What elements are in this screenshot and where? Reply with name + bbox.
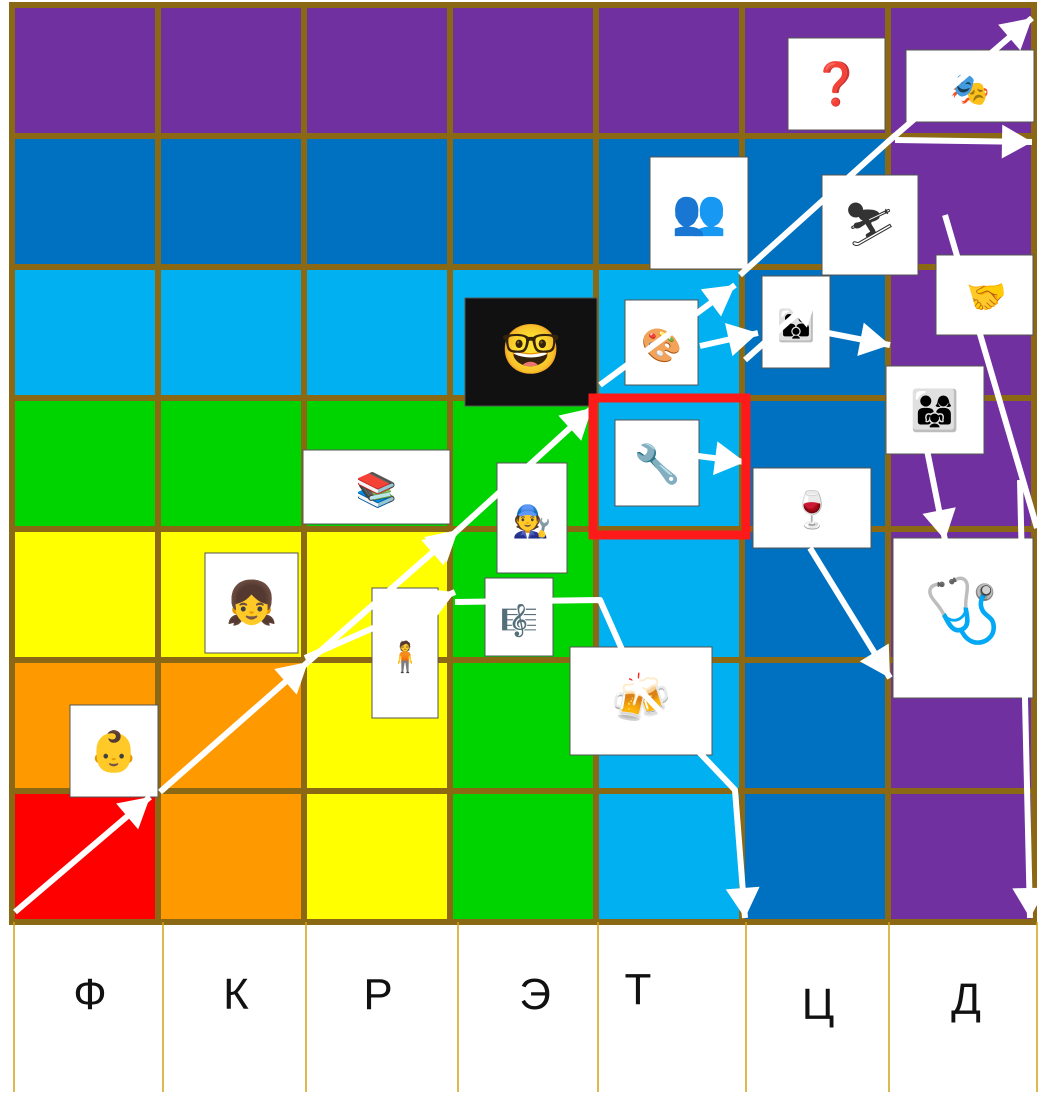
grid-cell — [888, 791, 1034, 922]
svg-text:🍷: 🍷 — [790, 489, 835, 531]
svg-text:🧑‍🔧: 🧑‍🔧 — [512, 503, 551, 540]
grid-cell — [12, 136, 158, 267]
grid-cell — [158, 136, 304, 267]
grid-cell — [596, 5, 742, 136]
svg-text:🔧: 🔧 — [633, 441, 680, 486]
grid-cell — [304, 791, 450, 922]
grid-cell — [742, 660, 888, 791]
svg-text:📚: 📚 — [356, 470, 397, 509]
grid-cell — [450, 136, 596, 267]
handshake-deal-picture: 🤝 — [936, 255, 1033, 335]
mechanic-worker-picture: 🔧 — [615, 420, 699, 506]
column-label: Д — [936, 975, 996, 1025]
svg-text:🍻: 🍻 — [611, 671, 672, 727]
grid-cell — [158, 398, 304, 529]
svg-text:⛷: ⛷ — [843, 200, 898, 250]
baby-with-blocks-picture: 👶 — [70, 705, 158, 797]
doctor-with-patient-picture: 🩺 — [893, 538, 1033, 698]
children-playing-picture: 👧 — [205, 553, 298, 653]
crowd-faces-picture: 👨‍👩‍👧 — [886, 366, 984, 454]
teen-slingshot-picture: 🧍 — [372, 588, 438, 718]
scholar-reading-picture: 🤓 — [465, 298, 597, 406]
grid-cell — [304, 5, 450, 136]
grid-cell — [12, 529, 158, 660]
apprentice-poster-picture: 🧑‍🔧 — [497, 463, 567, 573]
column-label: Ф — [60, 970, 120, 1020]
grid-cell — [304, 267, 450, 398]
grid-cell — [158, 5, 304, 136]
svg-text:🩺: 🩺 — [924, 574, 1002, 647]
column-label: К — [206, 970, 266, 1020]
grid-cell — [12, 5, 158, 136]
grid-cell — [12, 398, 158, 529]
bar-meeting-picture: 🍷 — [753, 468, 871, 548]
column-label: Т — [608, 965, 668, 1015]
grid-cell — [742, 791, 888, 922]
svg-text:🧍: 🧍 — [387, 640, 424, 675]
harp-player-picture: 🎼 — [485, 578, 553, 656]
svg-text:❓: ❓ — [811, 60, 863, 108]
grid-cell — [450, 791, 596, 922]
grid-cell — [596, 791, 742, 922]
column-label: Ц — [788, 980, 848, 1030]
student-with-books-picture: 📚 — [303, 450, 450, 524]
svg-text:🎭: 🎭 — [950, 70, 990, 108]
column-label: Р — [348, 970, 408, 1020]
svg-text:🎼: 🎼 — [500, 603, 538, 639]
grid-cell — [450, 5, 596, 136]
grid-cell — [158, 267, 304, 398]
svg-text:👨‍👩‍👧: 👨‍👩‍👧 — [910, 388, 959, 434]
svg-text:👥: 👥 — [672, 187, 727, 238]
grid-cell — [12, 267, 158, 398]
svg-text:👶: 👶 — [89, 729, 138, 775]
grid-cell — [304, 136, 450, 267]
family-walking-picture: 👪 — [762, 276, 830, 368]
svg-text:👧: 👧 — [225, 578, 277, 627]
column-label: Э — [505, 970, 565, 1020]
grid-cell — [158, 791, 304, 922]
drinking-crowd-picture: 🍻 — [570, 647, 712, 755]
confused-man-picture: ❓ — [788, 38, 885, 130]
lineup-men-picture: 👥 — [650, 157, 748, 269]
svg-text:🤓: 🤓 — [501, 322, 562, 378]
